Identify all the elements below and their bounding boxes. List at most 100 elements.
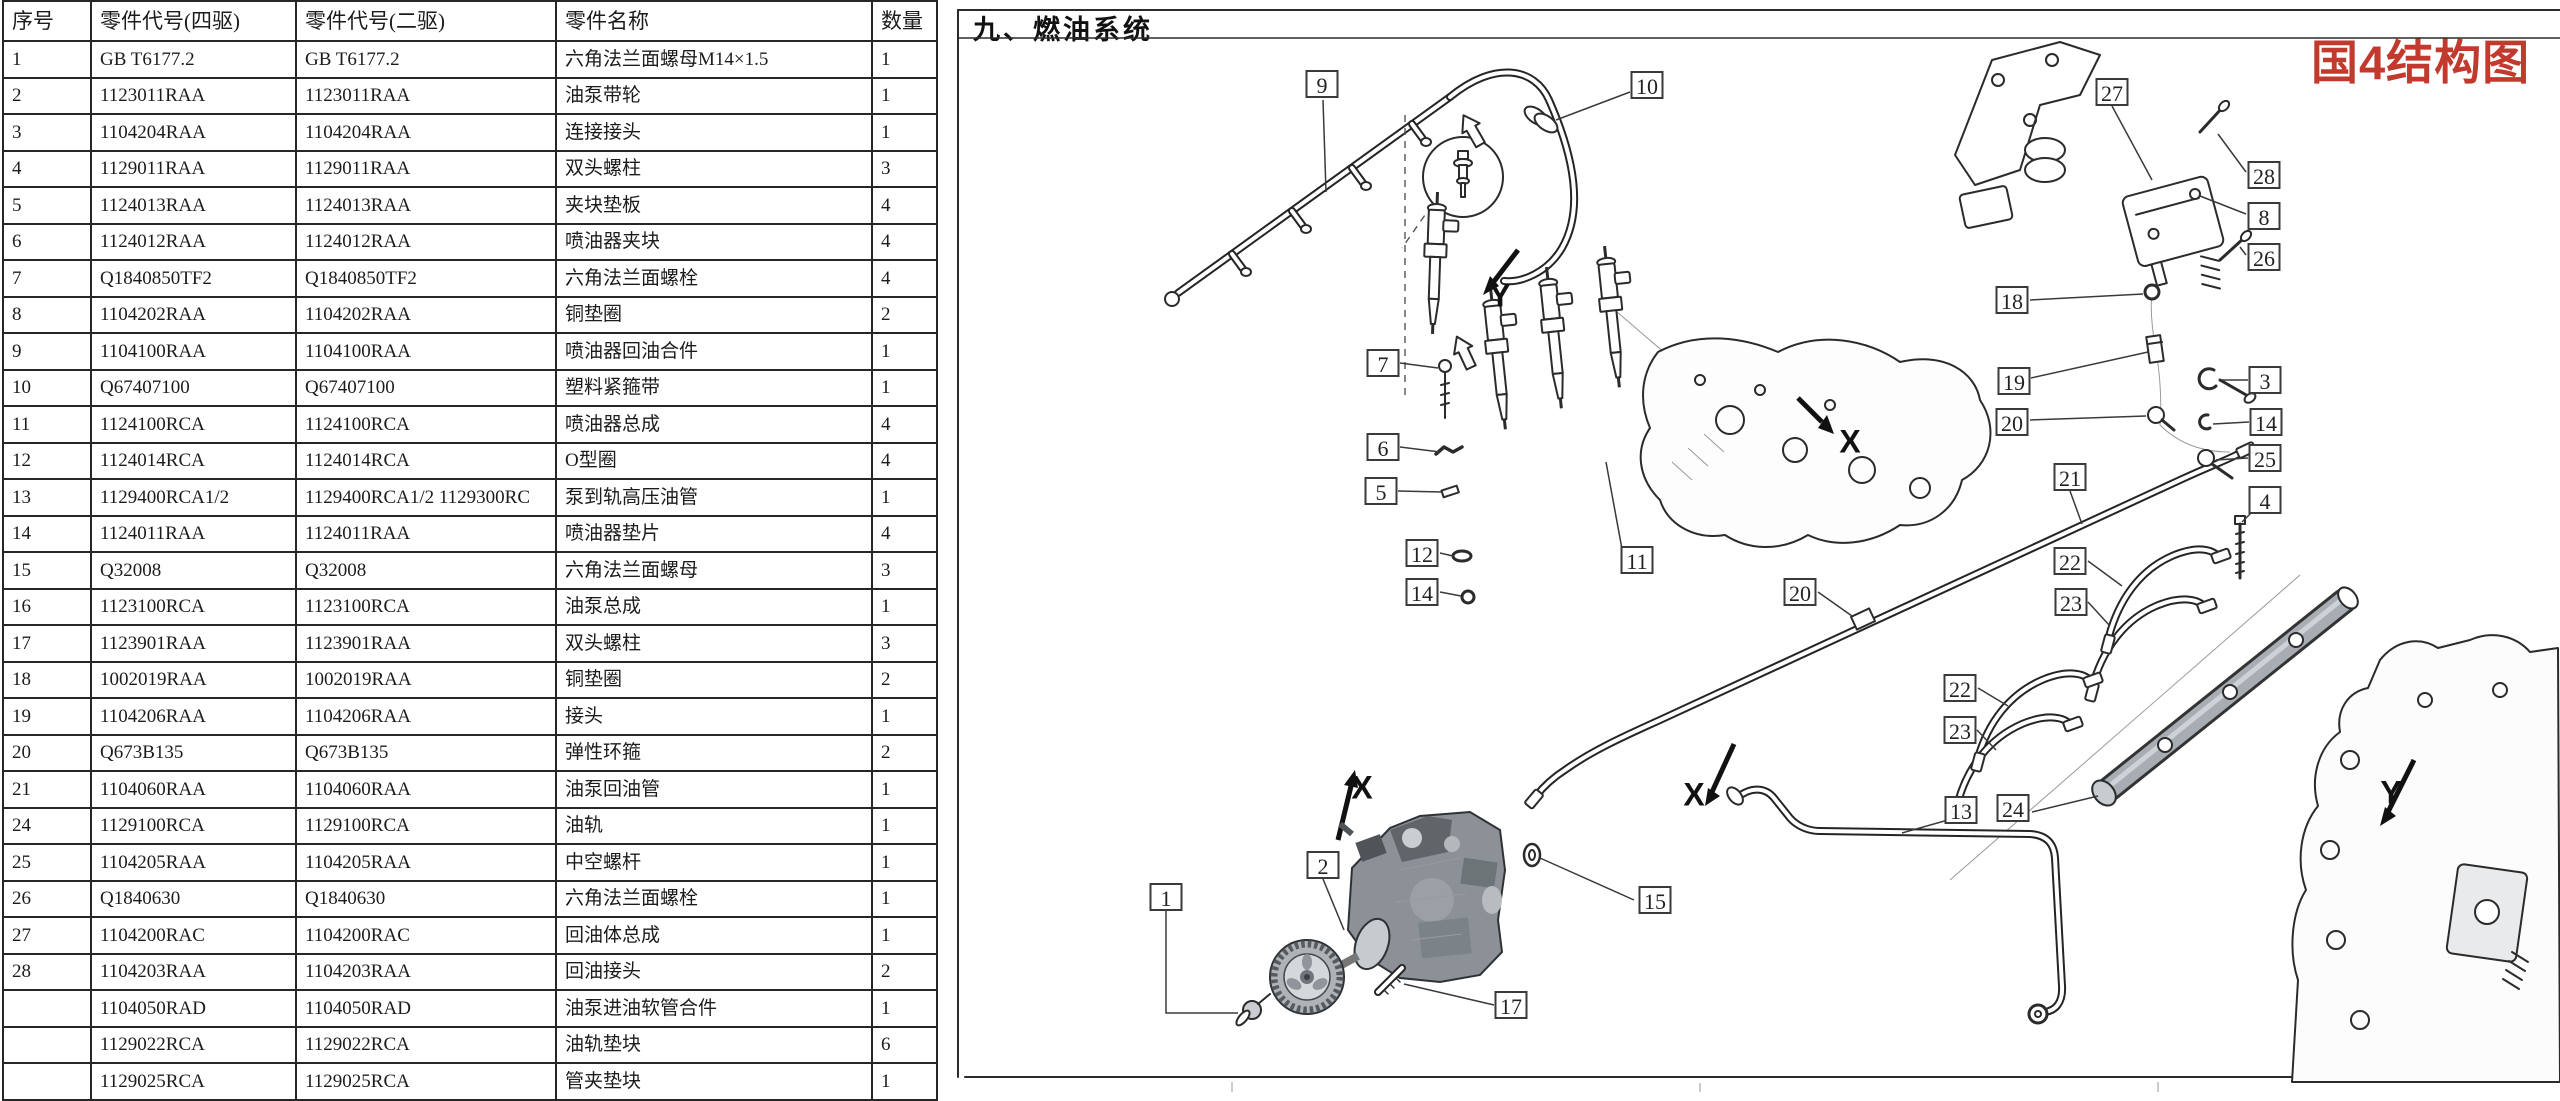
table-cell: 14: [2, 514, 92, 553]
callout-box: 14: [2249, 408, 2283, 436]
table-cell: 17: [2, 624, 92, 663]
table-cell: 1124013RAA: [295, 186, 557, 225]
view-direction-label: Y: [1489, 277, 1511, 314]
table-cell: 2: [871, 295, 938, 334]
table-cell: 15: [2, 551, 92, 590]
table-cell: 六角法兰面螺栓: [555, 879, 873, 918]
table-cell: 27: [2, 916, 92, 955]
callout-box: 25: [2248, 444, 2282, 472]
table-cell: 1: [871, 989, 938, 1028]
leak-off-rail: [1164, 93, 1454, 307]
engine-block-right: [2291, 634, 2560, 1083]
table-cell: 1: [871, 368, 938, 407]
table-cell: 9: [2, 332, 92, 371]
table-cell: 回油体总成: [555, 916, 873, 955]
return-pipe: [1446, 68, 1579, 286]
table-cell: 弹性环箍: [555, 733, 873, 772]
table-cell: 1104204RAA: [90, 113, 297, 152]
table-cell: 1129400RCA1/2: [90, 478, 297, 517]
callout-box: 15: [1638, 886, 1672, 914]
table-cell: 1: [871, 843, 938, 882]
callout-box: 18: [1995, 286, 2029, 314]
emission-variant-label: 国4结构图: [2311, 36, 2531, 89]
column-header: 零件名称: [555, 0, 873, 42]
table-cell: 铜垫圈: [555, 295, 873, 334]
table-cell: 1002019RAA: [295, 660, 557, 699]
callout-box: 17: [1494, 991, 1528, 1019]
view-arrow-x2: [1335, 770, 1358, 841]
table-cell: 1124100RCA: [295, 405, 557, 444]
oil-return-body: [2121, 175, 2225, 290]
table-cell: 1: [871, 879, 938, 918]
table-cell: 1: [871, 770, 938, 809]
table-cell: 4: [871, 222, 938, 261]
view-direction-label: X: [1351, 769, 1373, 806]
table-cell: 1104203RAA: [90, 952, 297, 991]
table-cell: 1129011RAA: [90, 149, 297, 188]
direction-arrow-icon: [1453, 335, 1477, 371]
table-cell: 1104050RAD: [90, 989, 297, 1028]
callout-box: 5: [1364, 477, 1398, 505]
engine-section: [1639, 337, 1992, 548]
table-cell: 1123011RAA: [90, 76, 297, 115]
callout-box: 4: [2248, 486, 2282, 514]
callout-box: 28: [2247, 161, 2281, 189]
table-cell: 1: [871, 113, 938, 152]
projection-line: [1949, 574, 2301, 881]
table-cell: 管夹垫块: [555, 1062, 873, 1101]
table-cell: 1129100RCA: [295, 806, 557, 845]
view-arrow-x3: [1705, 742, 1737, 806]
callout-box: 21: [2053, 463, 2087, 491]
table-cell: 油泵回油管: [555, 770, 873, 809]
table-cell: 3: [871, 624, 938, 663]
table-cell: 1129011RAA: [295, 149, 557, 188]
table-cell: 3: [871, 551, 938, 590]
table-cell: 21: [2, 770, 92, 809]
table-cell: 16: [2, 587, 92, 626]
table-cell: 接头: [555, 697, 873, 736]
table-cell: 1124011RAA: [295, 514, 557, 553]
table-cell: 1104205RAA: [90, 843, 297, 882]
table-cell: 1129100RCA: [90, 806, 297, 845]
table-cell: 1104204RAA: [295, 113, 557, 152]
table-cell: 28: [2, 952, 92, 991]
callout-box: 6: [1366, 433, 1400, 461]
pump-pulley: [1269, 939, 1345, 1015]
callout-box: 1: [1149, 883, 1183, 911]
table-cell: 1: [871, 40, 938, 79]
table-cell: 油轨: [555, 806, 873, 845]
table-cell: 1129025RCA: [295, 1062, 557, 1101]
return-body-screws: [2189, 99, 2253, 262]
callout-box: 11: [1620, 546, 1654, 574]
callout-box: 20: [1995, 408, 2029, 436]
table-cell: [2, 989, 92, 1028]
table-cell: 13: [2, 478, 92, 517]
table-cell: 1124014RCA: [295, 441, 557, 480]
table-cell: 油泵总成: [555, 587, 873, 626]
table-cell: 1104100RAA: [295, 332, 557, 371]
view-arrow-y2: [2380, 758, 2417, 826]
table-cell: [2, 1062, 92, 1101]
table-cell: 1104060RAA: [295, 770, 557, 809]
callout-box: 14: [1405, 578, 1439, 606]
table-cell: 2: [871, 952, 938, 991]
table-cell: 4: [871, 186, 938, 225]
table-cell: 18: [2, 660, 92, 699]
table-cell: 1124012RAA: [295, 222, 557, 261]
